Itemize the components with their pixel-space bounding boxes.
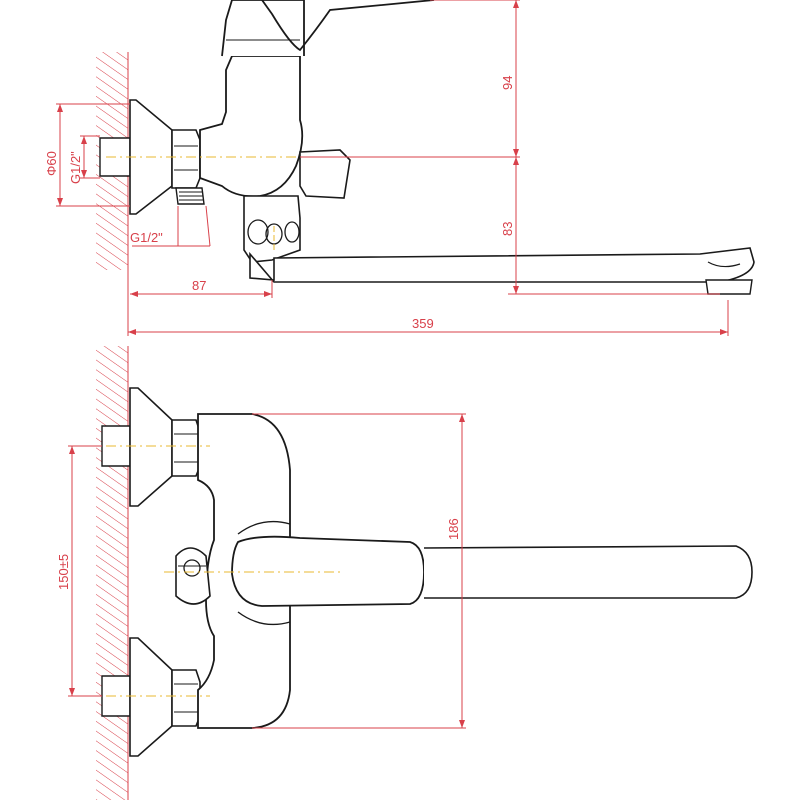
dim-83: 83 xyxy=(500,222,515,236)
dim-inlet-thread: G1/2" xyxy=(68,151,83,184)
dim-flange-diameter: Φ60 xyxy=(44,151,59,176)
connector-nut-side xyxy=(171,129,201,189)
spout-base-side xyxy=(243,195,301,263)
dim-150: 150±5 xyxy=(56,554,71,590)
mixer-body-side xyxy=(199,55,304,198)
connector-nut-upper xyxy=(171,419,201,477)
handle-lever-side xyxy=(261,0,435,52)
dim-94: 94 xyxy=(500,76,515,90)
aerator-side xyxy=(705,279,753,295)
wall-flange-lower xyxy=(129,637,173,757)
centerlines-top xyxy=(106,445,340,697)
dim-359: 359 xyxy=(412,316,434,331)
handle-lever-top xyxy=(231,535,425,607)
top-dimensions xyxy=(68,413,466,729)
dim-outlet-thread: G1/2" xyxy=(130,230,163,245)
connector-nut-lower xyxy=(171,669,201,727)
dim-186: 186 xyxy=(446,518,461,540)
wall-flange-upper xyxy=(129,387,173,507)
wall-hatch-bottom xyxy=(96,346,128,800)
spout-arm-side xyxy=(249,247,755,283)
cartridge-cap-side xyxy=(221,0,305,57)
dim-87: 87 xyxy=(192,278,206,293)
diverter-knob-side xyxy=(299,149,351,199)
top-view: 186 150±5 xyxy=(56,346,753,800)
side-view: 94 83 87 359 Φ60 G1/2" G1/2" xyxy=(44,0,755,336)
spout-arm-top xyxy=(423,545,753,599)
